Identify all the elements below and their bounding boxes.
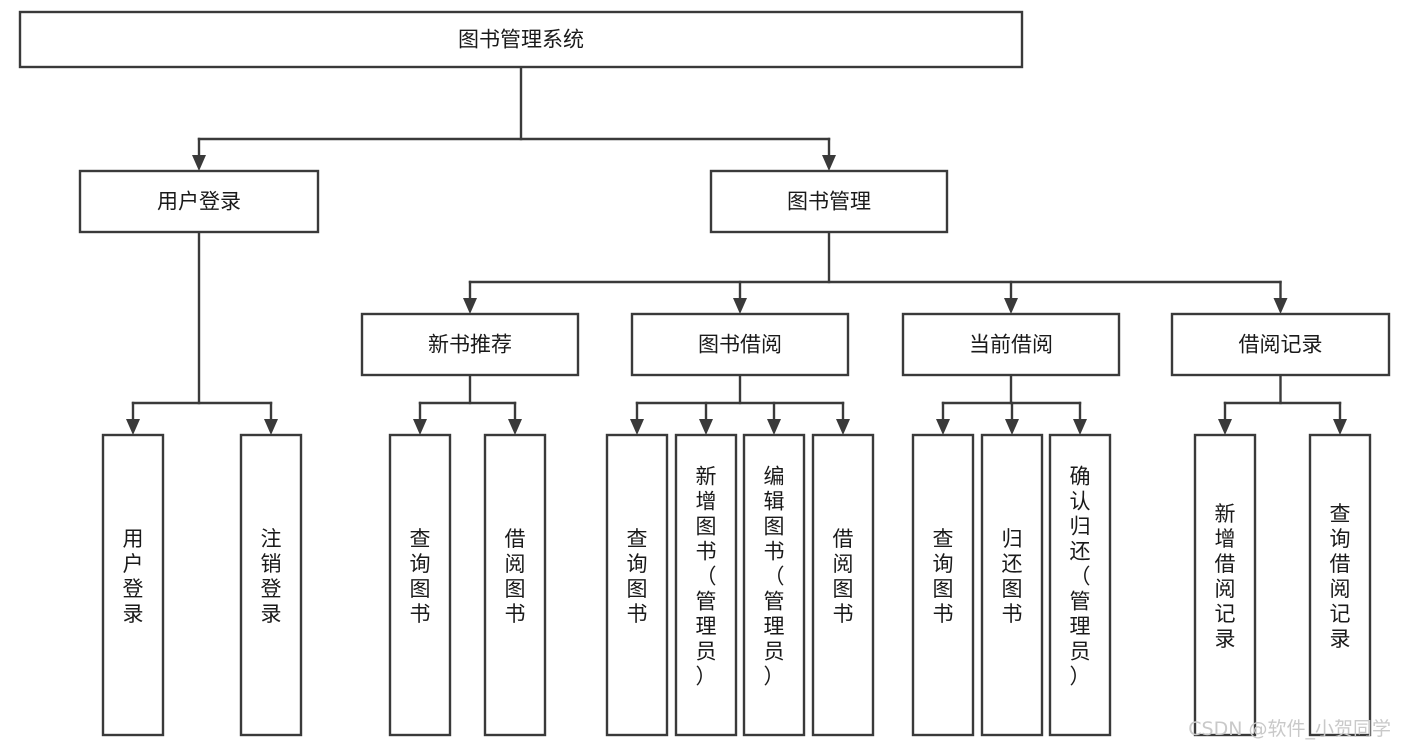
node-leaf-query-borrow-record[interactable]: 查询借阅记录 [1308, 433, 1372, 737]
node-label-current-borrow: 当前借阅 [969, 333, 1053, 357]
node-box-book-borrow [630, 312, 850, 377]
node-user-login[interactable]: 用户登录 [78, 169, 320, 234]
node-box-leaf-add-borrow-record [1193, 433, 1257, 737]
node-label-root: 图书管理系统 [458, 28, 584, 52]
node-leaf-borrow-book-recommend[interactable]: 借阅图书 [483, 433, 547, 737]
arrow-head-icon [1218, 419, 1232, 435]
node-borrow-record[interactable]: 借阅记录 [1170, 312, 1391, 377]
connector-group-book-borrow [630, 373, 850, 435]
node-leaf-query-book-recommend[interactable]: 查询图书 [388, 433, 452, 737]
node-box-leaf-user-logout [239, 433, 303, 737]
node-book-manage[interactable]: 图书管理 [709, 169, 949, 234]
connector-group-user-login [126, 230, 278, 435]
arrow-head-icon [936, 419, 950, 435]
node-label-leaf-query-borrow-record: 查询借阅记录 [1330, 502, 1351, 651]
arrow-head-icon [822, 155, 836, 171]
node-box-leaf-add-book [674, 433, 738, 737]
node-new-book-recommend[interactable]: 新书推荐 [360, 312, 580, 377]
node-label-leaf-user-logout: 注销登录 [261, 527, 282, 626]
node-current-borrow[interactable]: 当前借阅 [901, 312, 1121, 377]
connector-group-new-book-recommend [413, 373, 522, 435]
arrow-head-icon [264, 419, 278, 435]
node-label-borrow-record: 借阅记录 [1239, 333, 1323, 357]
connector-group-root [192, 65, 836, 171]
arrow-head-icon [767, 419, 781, 435]
node-label-user-login: 用户登录 [157, 190, 241, 214]
arrow-head-icon [126, 419, 140, 435]
arrow-head-icon [1333, 419, 1347, 435]
node-box-borrow-record [1170, 312, 1391, 377]
node-leaf-add-borrow-record[interactable]: 新增借阅记录 [1193, 433, 1257, 737]
node-box-leaf-user-login [101, 433, 165, 737]
node-label-new-book-recommend: 新书推荐 [428, 333, 512, 357]
arrow-head-icon [463, 298, 477, 314]
arrow-head-icon [699, 419, 713, 435]
node-box-leaf-edit-book [742, 433, 806, 737]
node-box-leaf-confirm-return [1048, 433, 1112, 737]
node-leaf-edit-book[interactable]: 编辑图书（管理员） [742, 433, 806, 737]
node-box-leaf-borrow-book-recommend [483, 433, 547, 737]
node-leaf-borrow-book[interactable]: 借阅图书 [811, 433, 875, 737]
node-book-borrow[interactable]: 图书借阅 [630, 312, 850, 377]
node-label-leaf-query-book-borrow: 查询图书 [627, 527, 648, 626]
node-box-leaf-query-book-current [911, 433, 975, 737]
arrow-head-icon [836, 419, 850, 435]
node-leaf-user-logout[interactable]: 注销登录 [239, 433, 303, 737]
node-label-leaf-borrow-book: 借阅图书 [833, 527, 854, 626]
connector-group-current-borrow [936, 373, 1087, 435]
node-label-leaf-return-book: 归还图书 [1002, 527, 1023, 626]
node-label-book-borrow: 图书借阅 [698, 333, 782, 357]
node-box-book-manage [709, 169, 949, 234]
node-label-book-manage: 图书管理 [787, 190, 871, 214]
arrow-head-icon [508, 419, 522, 435]
node-label-leaf-query-book-current: 查询图书 [933, 527, 954, 626]
arrow-head-icon [192, 155, 206, 171]
node-box-new-book-recommend [360, 312, 580, 377]
node-label-leaf-edit-book: 编辑图书（管理员） [764, 465, 785, 689]
node-layer: 图书管理系统用户登录图书管理新书推荐图书借阅当前借阅借阅记录用户登录注销登录查询… [18, 10, 1391, 737]
arrow-head-icon [1273, 298, 1288, 314]
node-box-leaf-borrow-book [811, 433, 875, 737]
arrow-head-icon [733, 298, 747, 314]
node-label-leaf-borrow-book-recommend: 借阅图书 [505, 527, 526, 626]
connector-layer [126, 65, 1347, 435]
node-root[interactable]: 图书管理系统 [18, 10, 1024, 69]
node-leaf-confirm-return[interactable]: 确认归还（管理员） [1048, 433, 1112, 737]
connector-group-borrow-record [1218, 373, 1347, 435]
node-label-leaf-add-book: 新增图书（管理员） [696, 465, 717, 689]
node-leaf-return-book[interactable]: 归还图书 [980, 433, 1044, 737]
arrow-head-icon [1004, 298, 1018, 314]
node-box-leaf-query-borrow-record [1308, 433, 1372, 737]
node-box-root [18, 10, 1024, 69]
node-leaf-query-book-current[interactable]: 查询图书 [911, 433, 975, 737]
node-box-leaf-query-book-borrow [605, 433, 669, 737]
node-label-leaf-user-login: 用户登录 [123, 527, 144, 626]
connector-group-book-manage [463, 230, 1288, 314]
node-leaf-query-book-borrow[interactable]: 查询图书 [605, 433, 669, 737]
node-box-current-borrow [901, 312, 1121, 377]
arrow-head-icon [1005, 419, 1019, 435]
node-box-leaf-return-book [980, 433, 1044, 737]
node-label-leaf-query-book-recommend: 查询图书 [410, 527, 431, 626]
node-leaf-add-book[interactable]: 新增图书（管理员） [674, 433, 738, 737]
arrow-head-icon [413, 419, 427, 435]
node-label-leaf-confirm-return: 确认归还（管理员） [1070, 465, 1091, 689]
node-leaf-user-login[interactable]: 用户登录 [101, 433, 165, 737]
arrow-head-icon [630, 419, 644, 435]
arrow-head-icon [1073, 419, 1087, 435]
node-box-leaf-query-book-recommend [388, 433, 452, 737]
node-label-leaf-add-borrow-record: 新增借阅记录 [1215, 502, 1236, 651]
node-box-user-login [78, 169, 320, 234]
